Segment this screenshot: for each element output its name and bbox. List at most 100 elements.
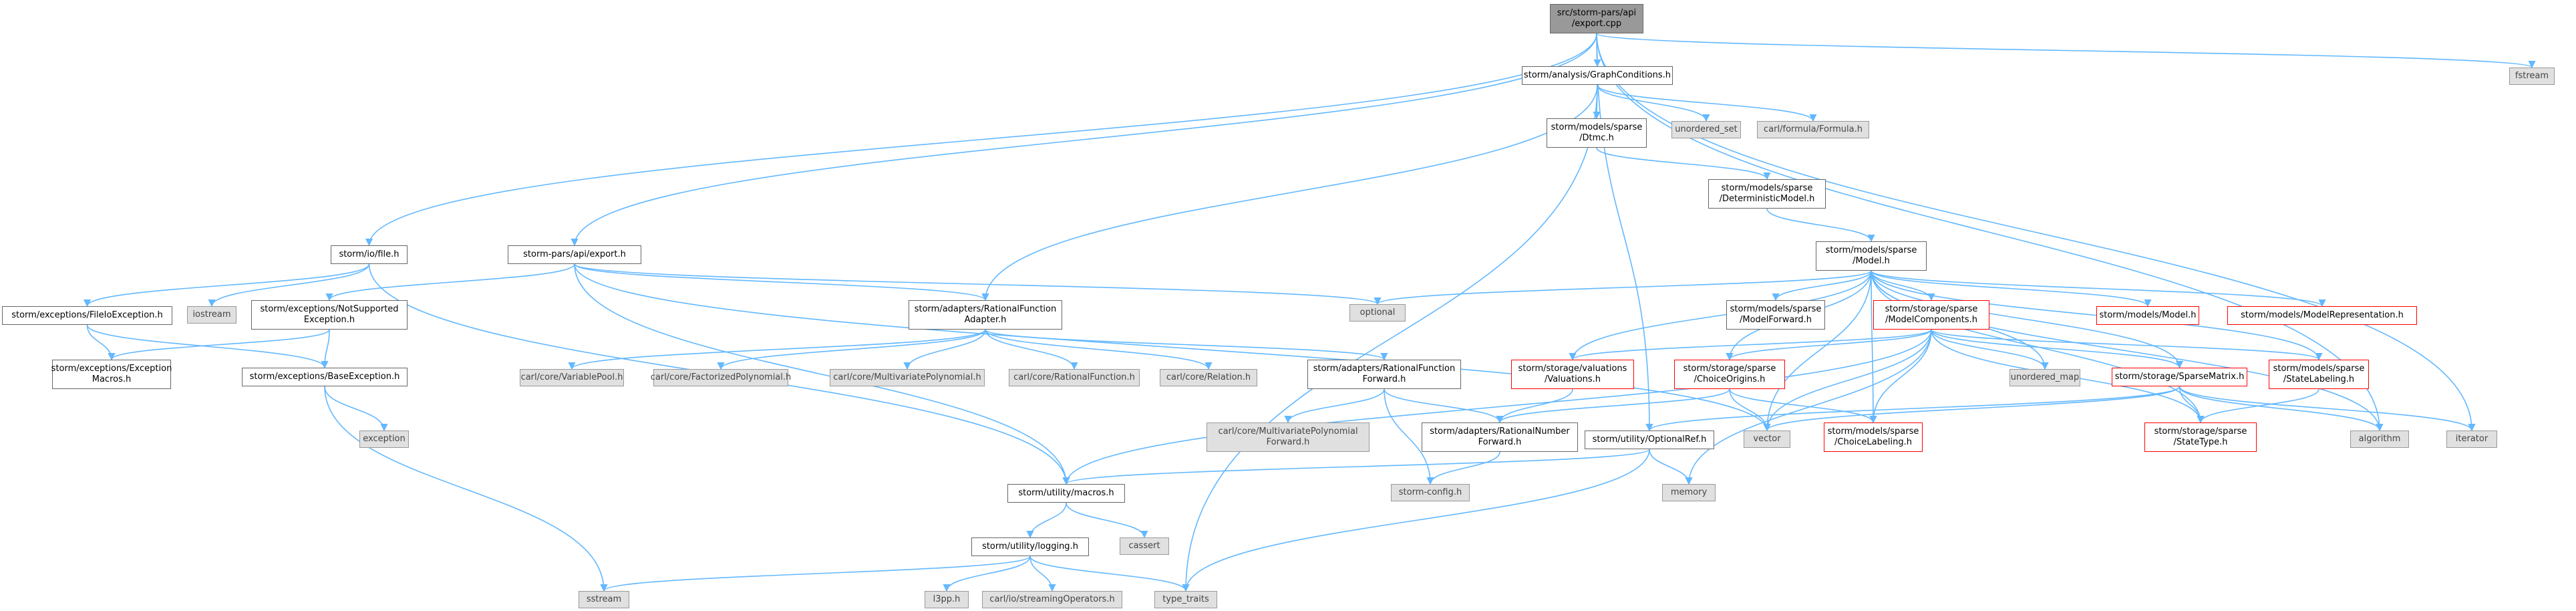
edge-fileioexc-to-baseexc xyxy=(86,324,329,369)
node-model[interactable]: storm/models/sparse/Model.h xyxy=(1816,241,1927,271)
edge-sparsematrix-to-vector xyxy=(1763,386,2181,432)
node-cassert: cassert xyxy=(1120,537,1169,555)
node-file[interactable]: storm/io/file.h xyxy=(331,245,408,264)
node-label-line: storm/models/sparse xyxy=(1551,122,1643,132)
node-label-line: l3pp.h xyxy=(933,594,961,604)
edge-model-to-valuations xyxy=(1569,270,1872,361)
node-label-line: vector xyxy=(1753,434,1781,444)
edge-rfadapter-to-multipoly xyxy=(903,329,986,370)
node-relation: carl/core/Relation.h xyxy=(1160,369,1257,386)
node-optional: optional xyxy=(1349,304,1406,322)
edge-root-to-optionalref xyxy=(1596,33,1653,432)
node-memory: memory xyxy=(1662,484,1716,501)
node-modelrep[interactable]: storm/models/ModelRepresentation.h xyxy=(2227,306,2417,325)
edge-statelabeling-to-statetype xyxy=(2197,388,2319,424)
edge-sparsematrix-to-optionalref xyxy=(1645,386,2181,432)
node-l3pp: l3pp.h xyxy=(925,591,969,608)
edge-optionalref-to-type_traits xyxy=(1182,449,1650,592)
node-choiceorigins[interactable]: storm/storage/sparse/ChoiceOrigins.h xyxy=(1674,360,1785,389)
node-label-line: /export.cpp xyxy=(1571,19,1622,29)
edge-modelcomponents-to-vector xyxy=(1763,329,1932,432)
edge-exporth-to-optional xyxy=(574,263,1382,306)
node-label-line: optional xyxy=(1359,308,1396,318)
edge-root-to-exporth xyxy=(571,33,1597,247)
node-logging[interactable]: storm/utility/logging.h xyxy=(971,537,1089,556)
node-label-line: Forward.h xyxy=(1266,437,1310,447)
node-graphcond[interactable]: storm/analysis/GraphConditions.h xyxy=(1522,66,1673,85)
node-label-line: Adapter.h xyxy=(964,315,1007,325)
node-label-line: /Model.h xyxy=(1853,256,1890,266)
edge-choiceorigins-to-rnforward xyxy=(1496,388,1730,424)
edge-modelcomponents-to-sparsematrix xyxy=(1931,329,2183,369)
edge-file-to-fileioexc xyxy=(84,263,370,308)
edge-rfadapter-to-factorizedpoly xyxy=(717,329,986,370)
node-detmodel[interactable]: storm/models/sparse/DeterministicModel.h xyxy=(1708,179,1826,209)
node-modelsmodel[interactable]: storm/models/Model.h xyxy=(2096,306,2199,325)
node-unordered_set: unordered_set xyxy=(1671,121,1741,138)
node-label-line: storm/exceptions/BaseException.h xyxy=(249,372,400,382)
edge-notsupp-to-excmacros xyxy=(108,329,330,361)
node-sparsematrix[interactable]: storm/storage/SparseMatrix.h xyxy=(2112,368,2247,386)
edge-file-to-iostream xyxy=(208,263,370,308)
node-exporth[interactable]: storm-pars/api/export.h xyxy=(508,245,641,264)
node-label-line: storm-pars/api/export.h xyxy=(523,249,626,259)
node-macros[interactable]: storm/utility/macros.h xyxy=(1007,484,1125,503)
node-label-line: storm/adapters/RationalFunction xyxy=(914,304,1057,314)
edge-rnforward-to-stormconfig xyxy=(1426,451,1500,485)
node-iostream: iostream xyxy=(187,306,236,324)
node-label-line: /Dtmc.h xyxy=(1579,133,1614,143)
node-modelforward[interactable]: storm/models/sparse/ModelForward.h xyxy=(1726,300,1825,330)
node-modelcomponents[interactable]: storm/storage/sparse/ModelComponents.h xyxy=(1873,300,1989,330)
node-multipoly: carl/core/MultivariatePolynomial.h xyxy=(830,369,985,386)
node-statelabeling[interactable]: storm/models/sparse/StateLabeling.h xyxy=(2269,360,2369,389)
edge-root-to-file xyxy=(365,33,1597,247)
node-label-line: src/storm-pars/api xyxy=(1557,8,1637,18)
node-unordered_map: unordered_map xyxy=(2009,369,2080,386)
edge-model-to-modelrep xyxy=(1871,270,2326,308)
node-label-line: /ChoiceOrigins.h xyxy=(1694,374,1766,384)
node-label-line: iostream xyxy=(192,310,231,320)
edge-model-to-sparsematrix xyxy=(1871,270,2184,369)
node-label-line: storm/adapters/RationalNumber xyxy=(1430,426,1570,437)
node-label-line: carl/core/VariablePool.h xyxy=(520,372,623,382)
node-fstream: fstream xyxy=(2509,68,2555,85)
node-label-line: storm/models/sparse xyxy=(1721,183,1813,193)
edge-model-to-choicelabeling xyxy=(1869,270,1877,424)
node-baseexc[interactable]: storm/exceptions/BaseException.h xyxy=(242,368,408,386)
edge-modelcomponents-to-valuations xyxy=(1569,329,1932,361)
edge-exporth-to-macros xyxy=(574,263,1070,485)
edge-baseexc-to-exception xyxy=(324,386,388,432)
node-valuations[interactable]: storm/storage/valuations/Valuations.h xyxy=(1511,360,1634,389)
edge-macros-to-cassert xyxy=(1066,502,1148,539)
node-fileioexc[interactable]: storm/exceptions/FileIoException.h xyxy=(2,306,172,325)
edge-optionalref-to-macros xyxy=(1062,449,1650,485)
node-vector: vector xyxy=(1744,431,1790,448)
edge-optionalref-to-memory xyxy=(1649,449,1693,485)
node-formula: carl/formula/Formula.h xyxy=(1757,121,1869,138)
edge-exporth-to-vector xyxy=(574,263,1771,432)
node-label-line: Exception.h xyxy=(303,315,355,325)
edge-choiceorigins-to-vector xyxy=(1729,388,1771,432)
node-label-line: type_traits xyxy=(1162,594,1209,604)
edge-rfadapter-to-variablepool xyxy=(568,329,986,370)
node-label-line: storm/analysis/GraphConditions.h xyxy=(1523,70,1671,80)
node-dtmc[interactable]: storm/models/sparse/Dtmc.h xyxy=(1547,118,1647,148)
node-optionalref[interactable]: storm/utility/OptionalRef.h xyxy=(1585,431,1714,449)
node-label-line: storm/adapters/RationalFunction xyxy=(1313,364,1456,374)
edge-rfforward-to-rnforward xyxy=(1384,388,1504,424)
node-label-line: iterator xyxy=(2455,434,2488,444)
node-algorithm: algorithm xyxy=(2350,431,2409,448)
node-label-line: storm/models/sparse xyxy=(1825,245,1917,255)
node-choicelabeling[interactable]: storm/models/sparse/ChoiceLabeling.h xyxy=(1824,422,1923,452)
node-statetype[interactable]: storm/storage/sparse/StateType.h xyxy=(2144,422,2257,452)
edge-rfforward-to-stormconfig xyxy=(1384,388,1434,485)
node-label-line: fstream xyxy=(2515,71,2549,81)
edge-sparsematrix-to-iterator xyxy=(2179,386,2476,432)
node-rationalfunc: carl/core/RationalFunction.h xyxy=(1009,369,1140,386)
